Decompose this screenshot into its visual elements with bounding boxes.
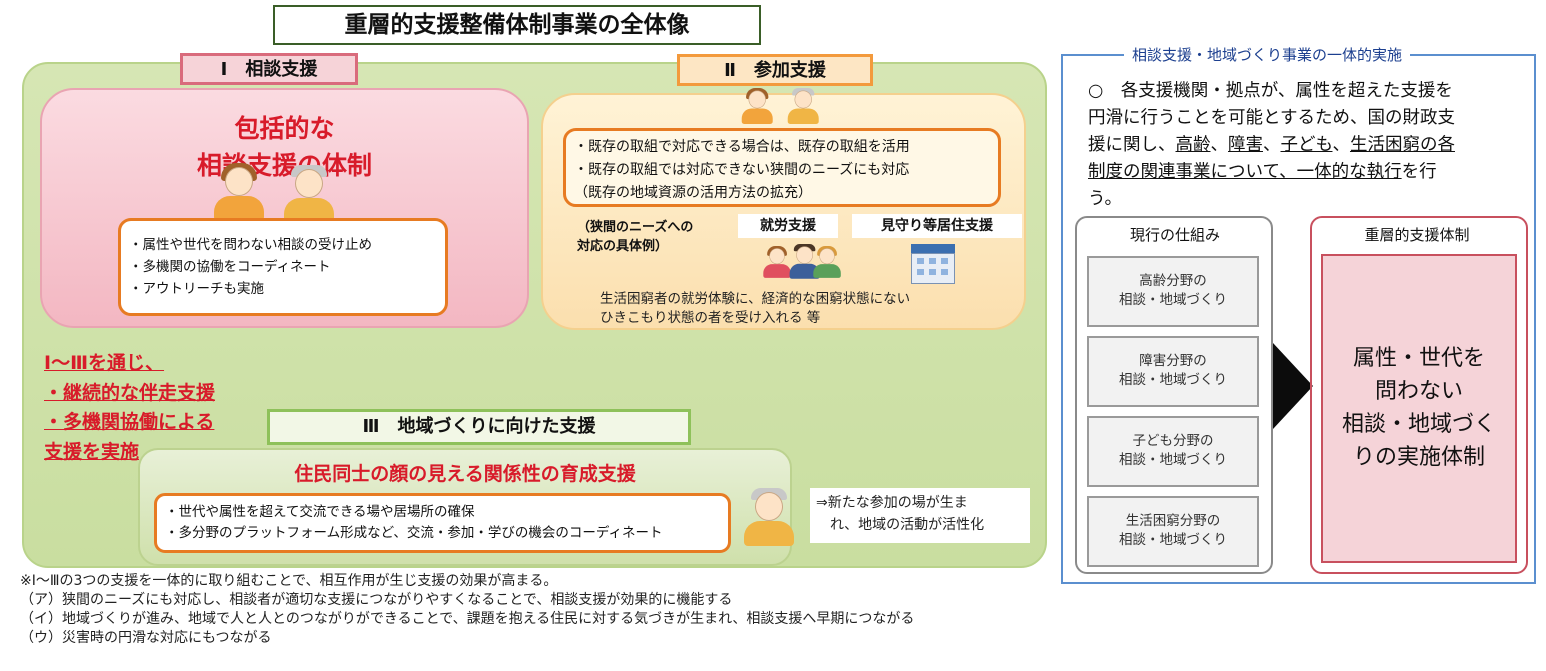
- target-line: 問わない: [1323, 375, 1515, 408]
- elderly-man-illustration-icon: [738, 488, 800, 546]
- example-label-line: （狭間のニーズへの: [577, 218, 727, 237]
- target-line: りの実施体制: [1323, 441, 1515, 474]
- community-headline: 住民同士の顔の見える関係性の育成支援: [138, 459, 792, 489]
- result-line: れ、地域の活動が活性化: [816, 514, 1024, 536]
- list-item: ・世代や属性を超えて交流できる場や居場所の確保: [165, 502, 720, 523]
- participation-example-note: 生活困窮者の就労体験に、経済的な困窮状態にない ひきこもり状態の者を受け入れる …: [600, 290, 990, 328]
- multilayer-system-box: 属性・世代を 問わない 相談・地域づく りの実施体制: [1321, 254, 1517, 563]
- text-line: ○ 各支援機関・拠点が、属性を超えた支援を: [1088, 78, 1528, 105]
- footnote-line: （イ）地域づくりが進み、地域で人と人とのつながりができることで、課題を抱える住民…: [20, 610, 1520, 629]
- employment-support-chip: 就労支援: [738, 214, 838, 238]
- tab-community-support: Ⅲ 地域づくりに向けた支援: [267, 409, 691, 445]
- note-line: ひきこもり状態の者を受け入れる 等: [600, 309, 990, 328]
- list-item: ・多分野のプラットフォーム形成など、交流・参加・学びの機会のコーディネート: [165, 523, 720, 544]
- summary-line: ・多機関協働による: [44, 408, 264, 438]
- consultation-items: ・属性や世代を問わない相談の受け止め ・多機関の協働をコーディネート ・アウトリ…: [118, 218, 448, 316]
- housing-support-chip: 見守り等居住支援: [852, 214, 1022, 238]
- summary-line: ・継続的な伴走支援: [44, 379, 264, 409]
- list-item: ・アウトリーチも実施: [129, 278, 437, 300]
- community-result-note: ⇒新たな参加の場が生ま れ、地域の活動が活性化: [810, 488, 1030, 543]
- elderly-man-illustration-icon: [784, 88, 822, 124]
- current-system-box: 子ども分野の相談・地域づくり: [1087, 416, 1259, 487]
- text-line: う。: [1088, 186, 1528, 213]
- list-item: ・既存の取組で対応できる場合は、既存の取組を活用: [574, 136, 990, 159]
- apartment-building-icon: [911, 244, 955, 284]
- text-line: 制度の関連事業について、一体的な執行を行: [1088, 159, 1528, 186]
- result-line: ⇒新たな参加の場が生ま: [816, 492, 1024, 514]
- footnote-line: ※Ⅰ～Ⅲの3つの支援を一体的に取り組むことで、相互作用が生じ支援の効果が高まる。: [20, 572, 1520, 591]
- list-item: ・多機関の協働をコーディネート: [129, 256, 437, 278]
- summary-line: Ⅰ～Ⅲを通じ、: [44, 349, 264, 379]
- headline-line: 包括的な: [40, 110, 529, 147]
- participation-items: ・既存の取組で対応できる場合は、既存の取組を活用 ・既存の取組では対応できない狭…: [563, 128, 1001, 207]
- current-system-title: 現行の仕組み: [1102, 224, 1248, 246]
- person-illustration-icon: [810, 246, 844, 278]
- tab-consultation-support: Ⅰ 相談支援: [180, 53, 358, 85]
- current-system-box: 生活困窮分野の相談・地域づくり: [1087, 496, 1259, 567]
- list-item: ・既存の取組では対応できない狭間のニーズにも対応: [574, 159, 990, 182]
- target-line: 属性・世代を: [1323, 342, 1515, 375]
- text-line: 円滑に行うことを可能とするため、国の財政支: [1088, 105, 1528, 132]
- woman-illustration-icon: [738, 88, 776, 124]
- tab-participation-support: Ⅱ 参加支援: [677, 54, 873, 86]
- footnotes: ※Ⅰ～Ⅲの3つの支援を一体的に取り組むことで、相互作用が生じ支援の効果が高まる。…: [20, 572, 1520, 648]
- example-label: （狭間のニーズへの 対応の具体例）: [577, 218, 727, 256]
- arrow-right-icon: [1273, 343, 1313, 429]
- list-item: ・属性や世代を問わない相談の受け止め: [129, 234, 437, 256]
- current-system-box: 障害分野の相談・地域づくり: [1087, 336, 1259, 407]
- text-line: 援に関し、高齢、障害、子ども、生活困窮の各: [1088, 132, 1528, 159]
- footnote-line: （ウ）災害時の円滑な対応にもつながる: [20, 629, 1520, 648]
- multilayer-system-title: 重層的支援体制: [1337, 224, 1497, 246]
- current-system-box: 高齢分野の相談・地域づくり: [1087, 256, 1259, 327]
- woman-illustration-icon: [208, 163, 270, 221]
- note-line: 生活困窮者の就労体験に、経済的な困窮状態にない: [600, 290, 990, 309]
- target-line: 相談・地域づく: [1323, 408, 1515, 441]
- list-item: （既存の地域資源の活用方法の拡充）: [574, 182, 990, 205]
- footnote-line: （ア）狭間のニーズにも対応し、相談者が適切な支援につながりやすくなることで、相談…: [20, 591, 1520, 610]
- elderly-man-illustration-icon: [278, 165, 340, 223]
- integrated-implementation-text: ○ 各支援機関・拠点が、属性を超えた支援を 円滑に行うことを可能とするため、国の…: [1088, 78, 1528, 213]
- page-title: 重層的支援整備体制事業の全体像: [273, 5, 761, 45]
- example-label-line: 対応の具体例）: [577, 237, 727, 256]
- integrated-implementation-caption: 相談支援・地域づくり事業の一体的実施: [1124, 44, 1410, 66]
- community-items: ・世代や属性を超えて交流できる場や居場所の確保 ・多分野のプラットフォーム形成な…: [154, 493, 731, 553]
